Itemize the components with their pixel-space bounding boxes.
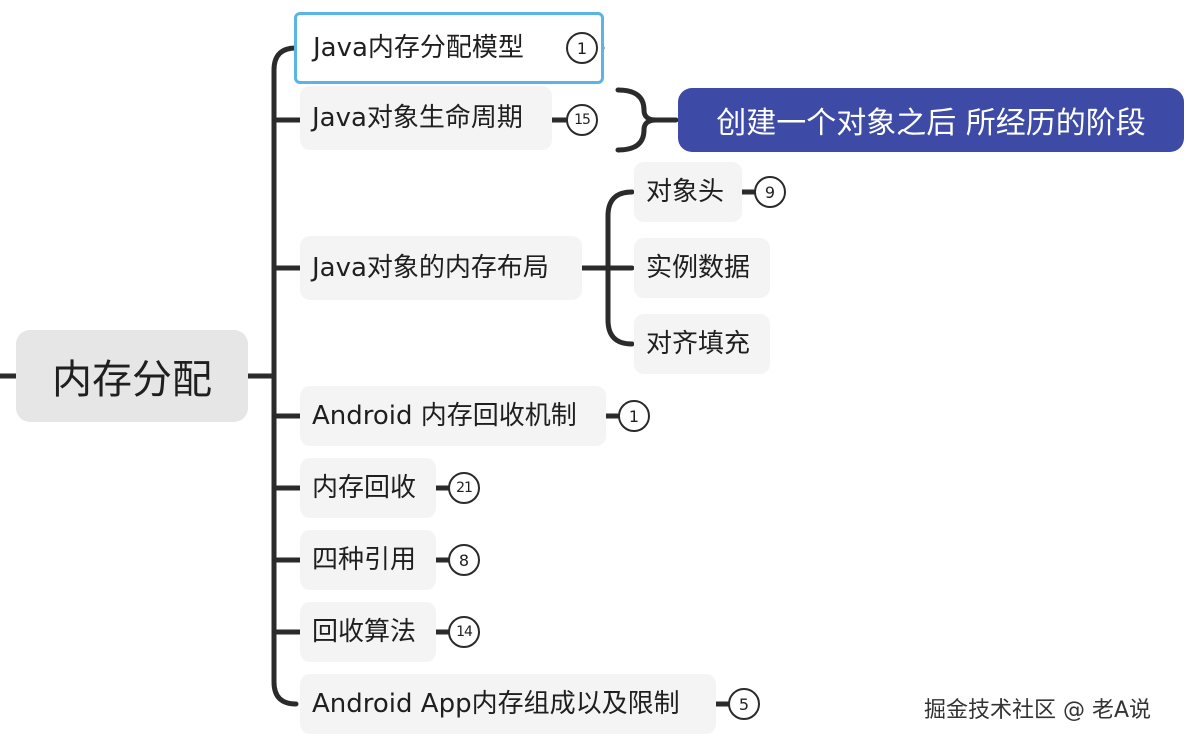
- topic-label: 四种引用: [312, 545, 417, 575]
- badge-count: 14: [456, 624, 473, 640]
- watermark: 掘金技术社区 @ 老A说: [924, 698, 1152, 723]
- topic-memory-recycling[interactable]: 内存回收: [300, 458, 436, 518]
- topic-label: Java对象生命周期: [312, 103, 523, 133]
- subtopic-label: 实例数据: [646, 253, 751, 283]
- topic-label: Android 内存回收机制: [312, 401, 577, 431]
- topic-four-references[interactable]: 四种引用: [300, 530, 436, 590]
- topic-label: Android App内存组成以及限制: [312, 689, 680, 719]
- topic-android-app-memory-limits[interactable]: Android App内存组成以及限制: [300, 674, 716, 734]
- badge-count: 8: [458, 550, 470, 570]
- topic-java-memory-model[interactable]: Java内存分配模型: [294, 12, 604, 84]
- badge-count: 15: [574, 112, 591, 128]
- topic-gc-algorithms[interactable]: 回收算法: [300, 602, 436, 662]
- topic-java-object-memory-layout[interactable]: Java对象的内存布局: [300, 236, 582, 300]
- collapsed-count-badge[interactable]: 9: [754, 176, 786, 208]
- subtopic-object-header[interactable]: 对象头: [634, 162, 742, 222]
- badge-count: 5: [738, 694, 750, 714]
- summary-label: 创建一个对象之后 所经历的阶段: [716, 106, 1146, 141]
- topic-label: 内存回收: [312, 473, 417, 503]
- collapsed-count-badge[interactable]: 14: [448, 616, 480, 648]
- collapsed-count-badge[interactable]: 1: [618, 400, 650, 432]
- topic-label: Java内存分配模型: [313, 33, 524, 63]
- subtopic-instance-data[interactable]: 实例数据: [634, 238, 770, 298]
- collapsed-count-badge[interactable]: 8: [448, 544, 480, 576]
- collapsed-count-badge[interactable]: 21: [448, 472, 480, 504]
- summary-callout[interactable]: 创建一个对象之后 所经历的阶段: [678, 88, 1184, 152]
- topic-java-object-lifecycle[interactable]: Java对象生命周期: [300, 86, 552, 150]
- badge-count: 9: [764, 182, 776, 202]
- topic-android-gc-mechanism[interactable]: Android 内存回收机制: [300, 386, 606, 446]
- collapsed-count-badge[interactable]: 5: [728, 688, 760, 720]
- root-topic-label: 内存分配: [52, 357, 212, 403]
- subtopic-alignment-padding[interactable]: 对齐填充: [634, 314, 770, 374]
- badge-count: 21: [456, 480, 473, 496]
- subtopic-label: 对象头: [646, 177, 725, 207]
- root-topic[interactable]: 内存分配: [16, 330, 248, 422]
- badge-count: 1: [576, 38, 588, 58]
- collapsed-count-badge[interactable]: 15: [566, 104, 598, 136]
- topic-label: Java对象的内存布局: [312, 253, 549, 283]
- collapsed-count-badge[interactable]: 1: [566, 32, 598, 64]
- subtopic-label: 对齐填充: [646, 329, 751, 359]
- badge-count: 1: [628, 406, 640, 426]
- topic-label: 回收算法: [312, 617, 417, 647]
